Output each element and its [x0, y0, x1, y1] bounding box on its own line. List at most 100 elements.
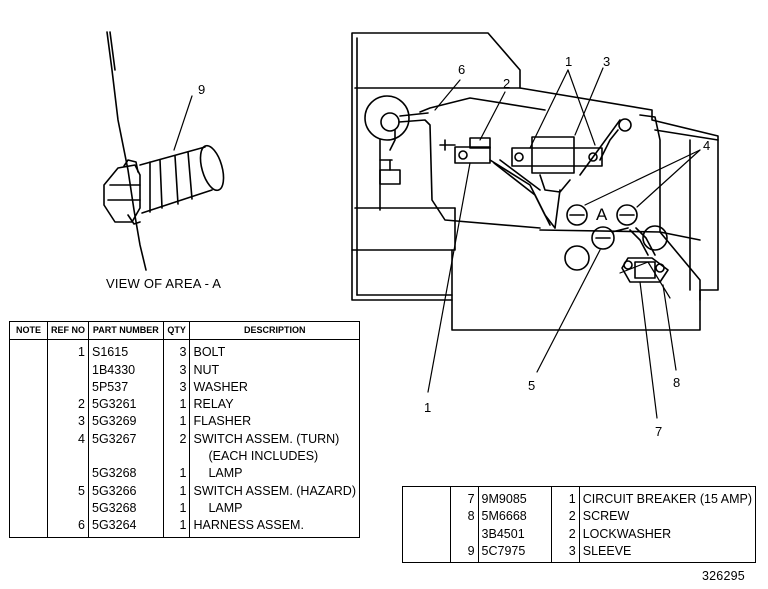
part-number-cell: 5M6668 — [478, 508, 552, 526]
description-cell: CIRCUIT BREAKER (15 AMP) — [582, 492, 752, 506]
description-cell: RELAY — [193, 397, 234, 412]
callout-1-top: 1 — [565, 54, 573, 69]
header-qty: QTY — [163, 321, 191, 341]
description-cell: SLEEVE — [582, 543, 632, 558]
note-cell — [402, 486, 451, 509]
note-cell — [9, 499, 48, 518]
note-cell — [9, 378, 48, 397]
qty-cell: 2 — [163, 430, 191, 449]
qty-cell — [163, 448, 191, 466]
qty-cell: 1 — [163, 465, 191, 483]
qty-cell: 1 — [551, 486, 580, 509]
note-cell — [9, 361, 48, 379]
ref-no-cell — [47, 378, 90, 397]
qty-cell: 3 — [551, 542, 580, 563]
ref-no-cell — [47, 465, 90, 483]
callout-9: 9 — [198, 82, 206, 97]
description-cell: LOCKWASHER — [582, 526, 672, 541]
qty-cell: 2 — [551, 508, 580, 526]
part-number-cell: S1615 — [88, 339, 164, 362]
description-cell: NUT — [193, 362, 220, 377]
note-cell — [9, 448, 48, 466]
part-number-cell: 5P537 — [88, 378, 164, 397]
ref-no-cell: 5 — [47, 482, 90, 500]
description-cell: LAMP — [208, 500, 243, 515]
header-description: DESCRIPTION — [189, 321, 360, 341]
part-number-cell: 3B4501 — [478, 525, 552, 543]
table-row: (EACH INCLUDES) — [9, 448, 360, 466]
ref-no-cell — [450, 525, 479, 543]
description-cell: HARNESS ASSEM. — [193, 518, 304, 533]
ref-no-cell: 3 — [47, 413, 90, 431]
qty-cell: 3 — [163, 378, 191, 397]
qty-cell: 3 — [163, 339, 191, 362]
part-number-cell: 5G3269 — [88, 413, 164, 431]
part-number-cell: 5C7975 — [478, 542, 552, 563]
sleeve-detail-drawing — [103, 31, 225, 271]
description-cell: WASHER — [193, 379, 248, 394]
panel-assembly-drawing — [351, 32, 719, 419]
note-cell — [9, 396, 48, 414]
callout-5: 5 — [528, 378, 536, 393]
description-cell: SWITCH ASSEM. (TURN) — [193, 431, 340, 446]
description-cell: BOLT — [193, 345, 226, 360]
header-ref-no: REF NO — [47, 321, 90, 341]
ref-no-cell: 6 — [47, 517, 90, 538]
callout-4: 4 — [703, 138, 711, 153]
note-cell — [9, 517, 48, 538]
ref-no-cell: 8 — [450, 508, 479, 526]
part-number-cell: 5G3264 — [88, 517, 164, 538]
part-number-cell: 9M9085 — [478, 486, 552, 509]
part-number-cell: 5G3261 — [88, 396, 164, 414]
note-cell — [9, 413, 48, 431]
view-of-area-label: VIEW OF AREA - A — [106, 276, 222, 291]
note-cell — [9, 339, 48, 362]
callout-8: 8 — [673, 375, 681, 390]
ref-no-cell: 2 — [47, 396, 90, 414]
qty-cell: 1 — [163, 396, 191, 414]
header-part-number: PART NUMBER — [88, 321, 164, 341]
qty-cell: 2 — [551, 525, 580, 543]
part-number-cell — [88, 448, 164, 466]
qty-cell: 1 — [163, 482, 191, 500]
description-cell: SCREW — [582, 509, 630, 524]
description-cell: SWITCH ASSEM. (HAZARD) — [193, 483, 356, 498]
note-cell — [9, 465, 48, 483]
callout-6: 6 — [458, 62, 466, 77]
ref-no-cell: 1 — [47, 339, 90, 362]
description-cell: FLASHER — [193, 414, 252, 429]
ref-no-cell — [47, 499, 90, 518]
parts-table-header: NOTE REF NO PART NUMBER QTY DESCRIPTION — [9, 321, 360, 341]
callout-1-bottom: 1 — [424, 400, 432, 415]
description-cell: LAMP — [208, 466, 243, 481]
ref-no-cell: 9 — [450, 542, 479, 563]
qty-cell: 1 — [163, 517, 191, 538]
part-number-cell: 5G3268 — [88, 465, 164, 483]
note-cell — [9, 482, 48, 500]
part-number-cell: 5G3268 — [88, 499, 164, 518]
qty-cell: 1 — [163, 499, 191, 518]
ref-no-cell — [47, 448, 90, 466]
ref-no-cell — [47, 361, 90, 379]
part-number-cell: 1B4330 — [88, 361, 164, 379]
area-letter-label: A — [596, 205, 608, 224]
callout-2: 2 — [503, 76, 511, 91]
ref-no-cell: 4 — [47, 430, 90, 449]
figure-number: 326295 — [702, 569, 745, 583]
callout-3: 3 — [603, 54, 611, 69]
parts-table: NOTE REF NO PART NUMBER QTY DESCRIPTION … — [9, 321, 360, 538]
part-number-cell: 5G3266 — [88, 482, 164, 500]
note-cell — [9, 430, 48, 449]
